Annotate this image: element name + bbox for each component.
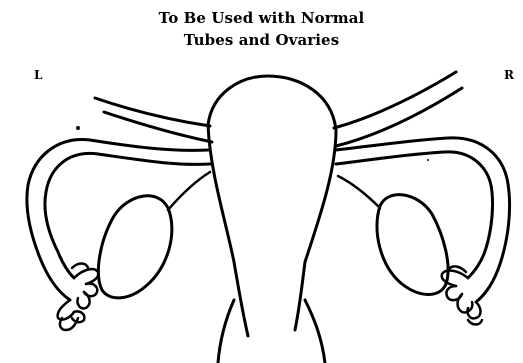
uterus-outline [208,76,336,336]
left-ovarian-ligament [168,172,210,210]
left-upper-ligament [95,98,210,126]
right-ovarian-ligament [338,176,380,208]
left-ovary [98,196,171,298]
scan-speck [76,126,80,130]
right-fallopian-tube-inner [336,152,493,278]
left-fallopian-tube-inner [45,153,210,278]
right-upper-ligament [334,72,456,128]
cervix-right-line [305,300,325,363]
right-fallopian-tube-outer [336,138,510,302]
cervix-left-line [218,300,234,363]
right-ovary [377,195,448,295]
scan-speck [427,159,429,161]
